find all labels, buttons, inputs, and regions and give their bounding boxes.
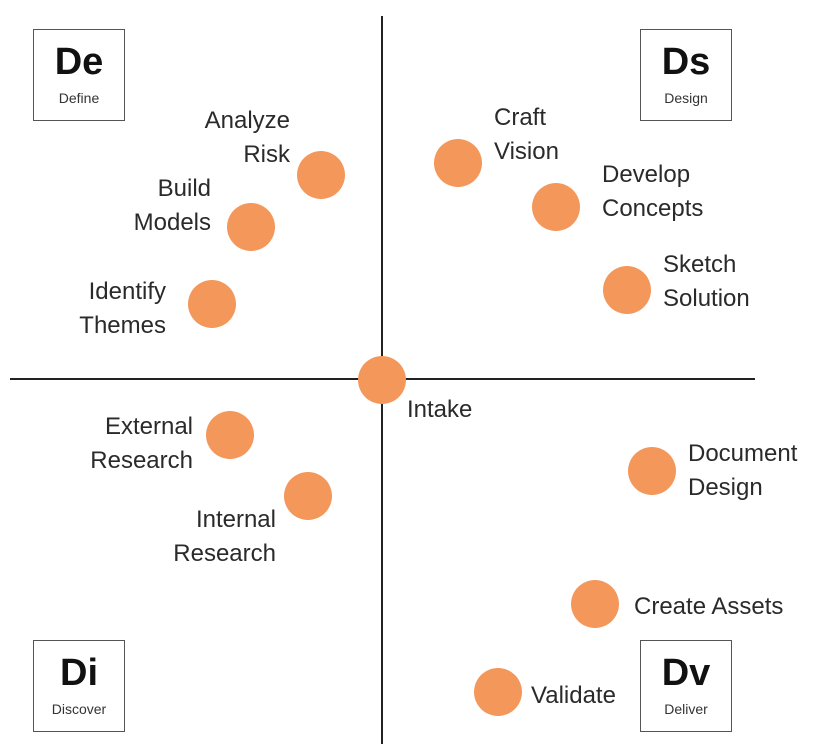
internal-research-node	[284, 472, 332, 520]
internal-research-label: Internal Research	[173, 506, 276, 567]
build-models-label: Build Models	[133, 175, 211, 236]
analyze-risk-label: Analyze Risk	[204, 107, 290, 168]
define-badge: De Define	[33, 29, 125, 121]
validate-node	[474, 668, 522, 716]
intake-node	[358, 356, 406, 404]
external-research-node	[206, 411, 254, 459]
document-design-label: Document Design	[688, 440, 798, 501]
analyze-risk-node	[297, 151, 345, 199]
intake-label: Intake	[407, 396, 473, 423]
sketch-solution-label: Sketch Solution	[663, 251, 750, 312]
identify-themes-label: Identify Themes	[79, 278, 166, 339]
craft-vision-label: Craft Vision	[494, 104, 559, 165]
deliver-abbr: Dv	[661, 652, 711, 694]
create-assets-label: Create Assets	[634, 593, 784, 620]
deliver-badge: Dv Deliver	[640, 640, 732, 732]
define-abbr: De	[54, 41, 104, 83]
identify-themes-node	[188, 280, 236, 328]
discover-label: Discover	[51, 701, 107, 717]
develop-concepts-node	[532, 183, 580, 231]
develop-concepts-label: Develop Concepts	[602, 161, 704, 222]
validate-label: Validate	[531, 682, 616, 709]
sketch-solution-node	[603, 266, 651, 314]
design-abbr: Ds	[661, 41, 711, 83]
define-label: Define	[58, 90, 100, 106]
craft-vision-node	[434, 139, 482, 187]
create-assets-node	[571, 580, 619, 628]
external-research-label: External Research	[90, 413, 193, 474]
deliver-label: Deliver	[664, 701, 708, 717]
document-design-node	[628, 447, 676, 495]
design-label: Design	[664, 90, 708, 106]
discover-badge: Di Discover	[33, 640, 125, 732]
design-badge: Ds Design	[640, 29, 732, 121]
discover-abbr: Di	[60, 652, 98, 694]
build-models-node	[227, 203, 275, 251]
